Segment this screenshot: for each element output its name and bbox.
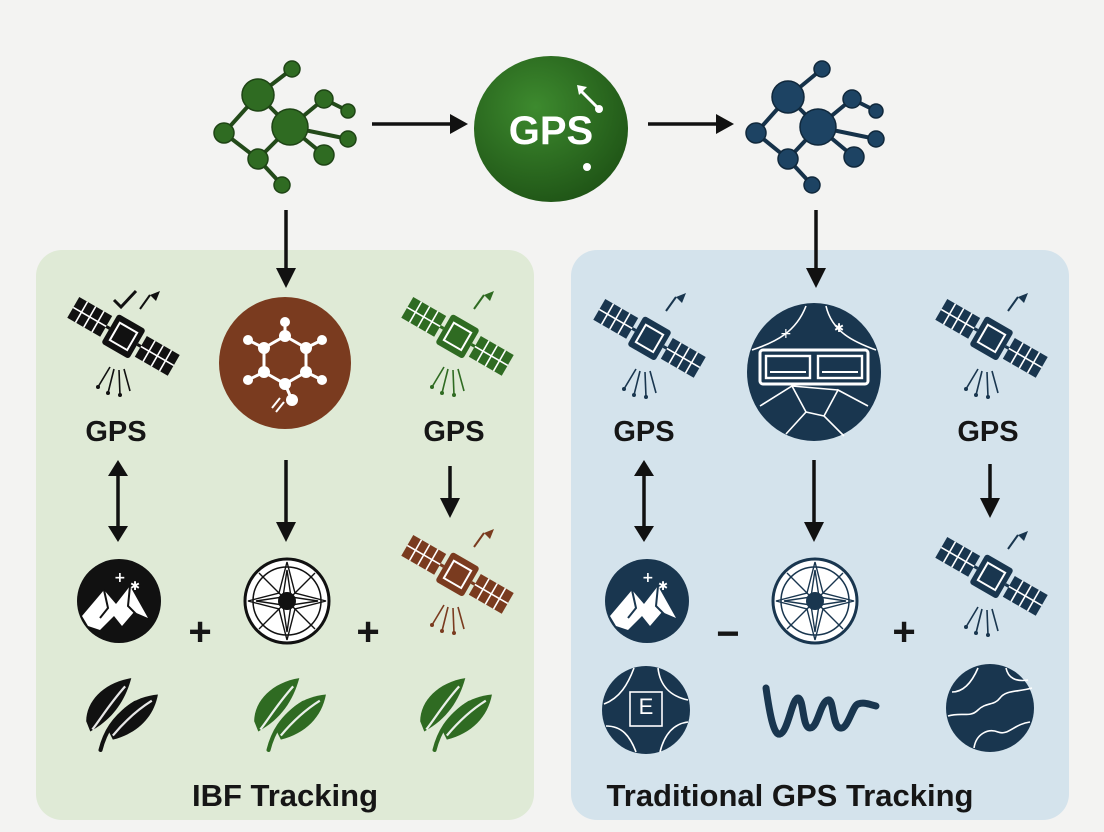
mountain-map-icon bbox=[74, 556, 164, 646]
plus-operator-left-1: + bbox=[188, 610, 212, 654]
plus-operator-left-2: + bbox=[356, 610, 380, 654]
satellite-icon bbox=[62, 288, 182, 400]
svg-text:+: + bbox=[780, 326, 792, 342]
display-globe-icon: + ✱ bbox=[747, 303, 881, 441]
arrow-down-right-mid bbox=[804, 460, 824, 542]
hub-label: GPS bbox=[508, 109, 594, 153]
satellite-icon-right-3 bbox=[930, 528, 1050, 640]
plus-operator-right: + bbox=[892, 610, 916, 654]
gps-hub-icon: GPS bbox=[473, 55, 629, 203]
satellite-green-icon bbox=[396, 288, 516, 400]
mountain-map-icon-right bbox=[602, 556, 692, 646]
double-arrow-left bbox=[108, 460, 128, 542]
satellite-icon-right-2 bbox=[930, 290, 1050, 402]
double-arrow-right bbox=[634, 460, 654, 542]
leaf-icon-green-2 bbox=[412, 672, 494, 754]
compass-icon-right bbox=[770, 556, 860, 646]
ibf-tracking-title: IBF Tracking bbox=[191, 778, 379, 813]
wave-icon bbox=[762, 684, 880, 738]
arrow-down-left-right bbox=[440, 466, 460, 518]
minus-operator-right: − bbox=[716, 612, 740, 656]
map-e-icon: E bbox=[600, 664, 692, 756]
gps-label-left-1: GPS bbox=[85, 416, 147, 448]
terrain-map-icon bbox=[946, 664, 1034, 752]
arrow-down-left-main bbox=[276, 210, 296, 288]
arrow-right-1 bbox=[372, 114, 468, 134]
arrow-right-2 bbox=[648, 114, 734, 134]
arrow-down-right-main bbox=[806, 210, 826, 288]
satellite-icon-right-1 bbox=[588, 290, 708, 402]
satellite-brown-icon bbox=[396, 526, 516, 638]
svg-text:✱: ✱ bbox=[834, 321, 844, 335]
molecule-circle-icon bbox=[219, 297, 351, 429]
gps-label-right-1: GPS bbox=[613, 416, 675, 448]
gps-label-right-2: GPS bbox=[957, 416, 1019, 448]
arrow-down-right-right bbox=[980, 464, 1000, 518]
arrow-down-left-mid bbox=[276, 460, 296, 542]
map-letter: E bbox=[638, 694, 654, 719]
molecule-green-icon bbox=[213, 60, 357, 194]
molecule-navy-icon bbox=[745, 60, 885, 194]
traditional-gps-title: Traditional GPS Tracking bbox=[606, 778, 974, 813]
gps-label-left-2: GPS bbox=[423, 416, 485, 448]
leaf-icon-green bbox=[246, 672, 328, 754]
leaf-icon-black bbox=[78, 672, 160, 754]
compass-icon bbox=[242, 556, 332, 646]
